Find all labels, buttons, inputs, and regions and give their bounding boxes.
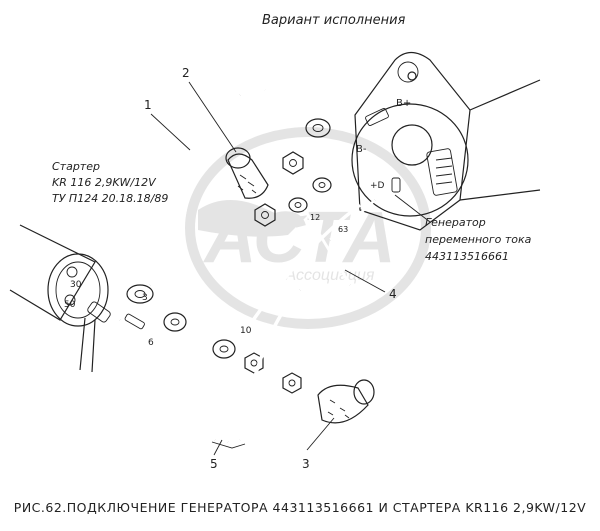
starter-line3: ТУ П124 20.18.18/89 — [52, 192, 168, 205]
callout-leaders — [150, 81, 386, 456]
wire-mark-6: 6 — [148, 338, 154, 348]
terminal-bminus: B- — [356, 144, 367, 155]
variant-title: Вариант исполнения — [262, 13, 406, 28]
watermark-sub: Ассоциация — [285, 267, 375, 284]
generator-label: Генератор переменного тока 443113516661 — [394, 194, 532, 263]
terminal-dplus: +D — [370, 181, 385, 191]
rubber-boot-3 — [317, 379, 375, 424]
rubber-boot-2 — [225, 147, 269, 199]
starter-line2: KR 116 2,9KW/12V — [52, 176, 157, 189]
wire-mark-12: 12 — [310, 213, 320, 222]
starter-label: Стартер KR 116 2,9KW/12V ТУ П124 20.18.1… — [52, 160, 168, 205]
watermark: АСТА Ассоциация — [185, 127, 431, 329]
callout-3: 3 — [302, 457, 310, 471]
figure-caption: РИС.62.ПОДКЛЮЧЕНИЕ ГЕНЕРАТОРА 4431135166… — [14, 500, 586, 515]
callout-5: 5 — [210, 457, 218, 471]
wire-mark-3: 3 — [142, 293, 148, 303]
starter-line1: Стартер — [52, 160, 100, 173]
wire-mark-63: 63 — [338, 225, 348, 234]
nuts — [244, 151, 332, 394]
callout-1: 1 — [144, 98, 152, 112]
generator-line2: переменного тока — [425, 233, 532, 246]
starter: 30 50 — [9, 224, 111, 373]
cable-1: 3 — [126, 86, 331, 304]
wire-4: 12 63 — [303, 198, 376, 286]
callout-2: 2 — [182, 66, 190, 80]
watermark-animal-shape — [198, 200, 308, 237]
generator-line1: Генератор — [425, 216, 486, 229]
wire-mark-10: 10 — [240, 326, 252, 336]
terminal-50: 50 — [64, 300, 76, 310]
callout-4: 4 — [389, 287, 397, 301]
terminal-30: 30 — [70, 280, 82, 290]
terminal-bplus: B+ — [396, 98, 411, 109]
generator: B+ B- +D — [351, 51, 541, 231]
watermark-ring — [185, 127, 431, 329]
harness-5: 6 10 — [118, 197, 362, 449]
generator-line3: 443113516661 — [425, 250, 509, 263]
